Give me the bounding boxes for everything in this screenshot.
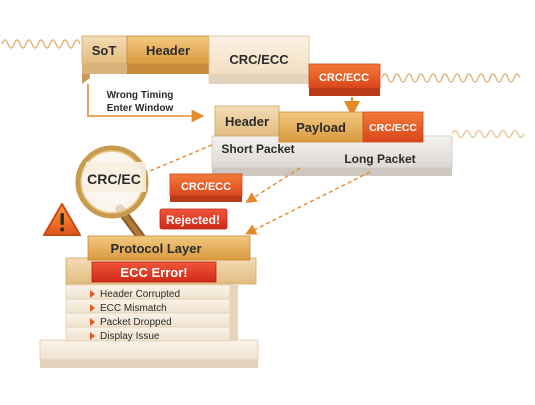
dashed-arrow-left xyxy=(137,144,213,177)
payload-label: Payload xyxy=(296,120,346,135)
data-stream: SoT Header CRC/ECC CRC/ECC xyxy=(81,35,381,96)
ecc-error-label: ECC Error! xyxy=(120,265,187,280)
signal-wave-right-2 xyxy=(451,129,525,139)
short-packet-label: Short Packet xyxy=(221,142,294,156)
timing-note-line1: Wrong Timing xyxy=(107,90,174,101)
rejected-label: Rejected! xyxy=(166,213,220,227)
bullet-arrow-icon xyxy=(90,318,95,326)
packet-crc-block xyxy=(362,111,424,143)
protocol-layer-bar xyxy=(87,235,251,261)
stack-base xyxy=(39,339,259,361)
list-item: Header Corrupted xyxy=(90,289,180,300)
dashed-arrow-right xyxy=(244,171,371,235)
long-packet-label: Long Packet xyxy=(344,152,415,166)
stack-item-text: Packet Dropped xyxy=(100,317,172,328)
bullet-arrow-icon xyxy=(90,332,95,340)
packet-row: Header Payload CRC/ECC Short Packet Long… xyxy=(211,105,453,176)
signal-wave-right xyxy=(381,73,521,83)
packet-header-label: Header xyxy=(225,114,269,129)
list-item: Display Issue xyxy=(90,331,160,342)
crc-ecc-small-label: CRC/ECC xyxy=(319,72,369,84)
protocol-layer-label: Protocol Layer xyxy=(110,241,201,256)
bullet-arrow-icon xyxy=(90,290,95,298)
sot-label: SoT xyxy=(92,43,117,58)
warning-icon xyxy=(43,203,81,236)
payload-block xyxy=(278,111,364,143)
signal-wave-left xyxy=(1,39,81,49)
crc-ecc-label: CRC/ECC xyxy=(229,52,289,67)
rejected-badge xyxy=(159,208,228,230)
list-item: Packet Dropped xyxy=(90,317,172,328)
packet-crc-label: CRC/ECC xyxy=(369,122,417,134)
list-item: ECC Mismatch xyxy=(90,303,167,314)
timing-note-line2: Enter Window xyxy=(107,103,174,114)
layer-stack: ECC Error! Protocol Layer Header Corrupt… xyxy=(39,235,259,368)
stack-item-text: Header Corrupted xyxy=(100,289,180,300)
stack-item-text: ECC Mismatch xyxy=(100,303,167,314)
magnifier-icon: CRC/EC xyxy=(75,145,151,249)
bullet-arrow-icon xyxy=(90,304,95,312)
header-label: Header xyxy=(146,43,190,58)
magnifier-text: CRC/EC xyxy=(87,171,141,187)
stack-item-text: Display Issue xyxy=(100,331,160,342)
crc-ecc-small-block xyxy=(308,63,381,89)
timing-arrow xyxy=(87,84,205,123)
dashed-arrow-middle xyxy=(245,167,301,204)
detached-crc-label: CRC/ECC xyxy=(181,181,231,193)
